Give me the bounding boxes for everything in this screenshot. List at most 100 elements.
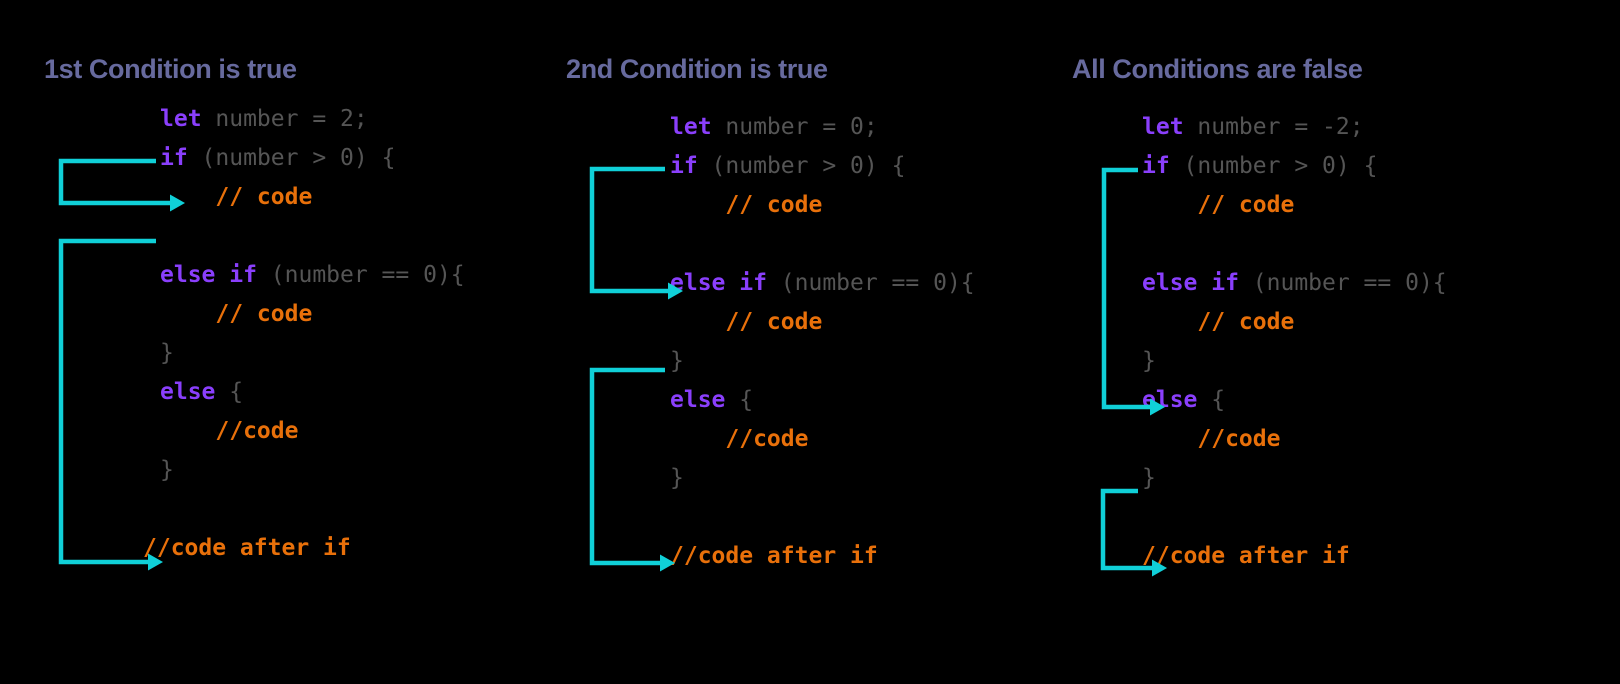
code-token: } — [670, 465, 684, 491]
code-token: //code — [215, 418, 299, 444]
code-token: else — [670, 387, 726, 413]
code-token: let — [1142, 114, 1184, 140]
panel-heading-all-conditions-false: All Conditions are false — [1072, 54, 1363, 84]
code-token — [1142, 309, 1197, 335]
code-token — [670, 192, 725, 218]
code-token: (number > 0) { — [697, 153, 906, 179]
code-block-first-condition-true: let number = 2;if (number > 0) { // code… — [143, 100, 465, 568]
code-line-else-keyword: else { — [160, 373, 465, 412]
code-line-code-after-if: //code after if — [143, 529, 465, 568]
code-token — [160, 418, 215, 444]
code-line-if-body-comment: // code — [1142, 186, 1447, 225]
code-line-else-keyword: else { — [1142, 381, 1447, 420]
code-token: // code — [215, 301, 313, 327]
panel-heading-first-condition-true: 1st Condition is true — [44, 54, 297, 84]
code-line-if-condition: if (number > 0) { — [670, 147, 975, 186]
code-token: else — [160, 379, 216, 405]
code-token: { — [725, 387, 754, 413]
code-block-all-conditions-false: let number = -2;if (number > 0) { // cod… — [1142, 108, 1447, 576]
code-token: (number == 0){ — [766, 270, 975, 296]
code-line-else-if-body: // code — [1142, 303, 1447, 342]
code-line-blank-1 — [670, 225, 975, 264]
code-token — [1142, 231, 1156, 257]
code-token — [160, 496, 174, 522]
code-token: else if — [160, 262, 257, 288]
code-line-if-condition: if (number > 0) { — [1142, 147, 1447, 186]
code-line-else-body: //code — [670, 420, 975, 459]
code-token: //code — [725, 426, 809, 452]
arrow-flow-else-if-to-after-if — [589, 367, 675, 572]
code-line-blank-1 — [160, 217, 465, 256]
code-token: if — [670, 153, 698, 179]
code-token: // code — [1197, 309, 1295, 335]
code-line-else-if-body: // code — [160, 295, 465, 334]
code-token: //code after if — [670, 543, 878, 569]
code-token: { — [215, 379, 244, 405]
code-token: // code — [1197, 192, 1295, 218]
code-line-code-after-if: //code after if — [1142, 537, 1447, 576]
code-token: else if — [670, 270, 767, 296]
code-line-close-brace-1: } — [670, 342, 975, 381]
code-line-else-body: //code — [1142, 420, 1447, 459]
code-token — [160, 184, 215, 210]
code-token: number = -2; — [1183, 114, 1364, 140]
code-token: // code — [725, 192, 823, 218]
code-token — [1142, 504, 1156, 530]
code-token: if — [160, 145, 188, 171]
code-token — [1142, 192, 1197, 218]
code-token — [670, 426, 725, 452]
code-line-close-brace-2: } — [160, 451, 465, 490]
code-token: let — [160, 106, 202, 132]
panel-heading-second-condition-true: 2nd Condition is true — [566, 54, 828, 84]
code-line-let-number: let number = 2; — [160, 100, 465, 139]
code-line-let-number: let number = 0; — [670, 108, 975, 147]
code-token: let — [670, 114, 712, 140]
code-token: } — [1142, 348, 1156, 374]
code-line-code-after-if: //code after if — [670, 537, 975, 576]
code-token: } — [1142, 465, 1156, 491]
code-token — [1142, 426, 1197, 452]
code-line-close-brace-2: } — [1142, 459, 1447, 498]
code-token: } — [160, 340, 174, 366]
code-token — [670, 504, 684, 530]
code-token — [670, 309, 725, 335]
code-line-else-body: //code — [160, 412, 465, 451]
code-token: (number > 0) { — [1169, 153, 1378, 179]
code-line-let-number: let number = -2; — [1142, 108, 1447, 147]
code-token: } — [160, 457, 174, 483]
code-line-else-if-condition: else if (number == 0){ — [160, 256, 465, 295]
code-token: number = 2; — [201, 106, 368, 132]
code-token: //code after if — [143, 535, 351, 561]
code-token: //code — [1197, 426, 1281, 452]
code-token: number = 0; — [711, 114, 878, 140]
code-token: (number == 0){ — [1238, 270, 1447, 296]
code-token: if — [1142, 153, 1170, 179]
code-line-blank-2 — [160, 490, 465, 529]
code-line-if-condition: if (number > 0) { — [160, 139, 465, 178]
code-token: else if — [1142, 270, 1239, 296]
code-token — [160, 301, 215, 327]
code-line-blank-2 — [670, 498, 975, 537]
code-line-if-body-comment: // code — [160, 178, 465, 217]
code-token: (number == 0){ — [256, 262, 465, 288]
code-line-close-brace-1: } — [1142, 342, 1447, 381]
code-token: // code — [725, 309, 823, 335]
code-token: } — [670, 348, 684, 374]
code-block-second-condition-true: let number = 0;if (number > 0) { // code… — [670, 108, 975, 576]
code-token: // code — [215, 184, 313, 210]
code-line-else-if-condition: else if (number == 0){ — [1142, 264, 1447, 303]
code-token — [670, 231, 684, 257]
code-token: else — [1142, 387, 1198, 413]
code-token — [160, 223, 174, 249]
code-line-blank-1 — [1142, 225, 1447, 264]
code-line-else-if-condition: else if (number == 0){ — [670, 264, 975, 303]
code-line-else-if-body: // code — [670, 303, 975, 342]
code-line-else-keyword: else { — [670, 381, 975, 420]
code-line-close-brace-1: } — [160, 334, 465, 373]
code-line-close-brace-2: } — [670, 459, 975, 498]
code-token: (number > 0) { — [187, 145, 396, 171]
code-token: { — [1197, 387, 1226, 413]
code-line-if-body-comment: // code — [670, 186, 975, 225]
code-line-blank-2 — [1142, 498, 1447, 537]
